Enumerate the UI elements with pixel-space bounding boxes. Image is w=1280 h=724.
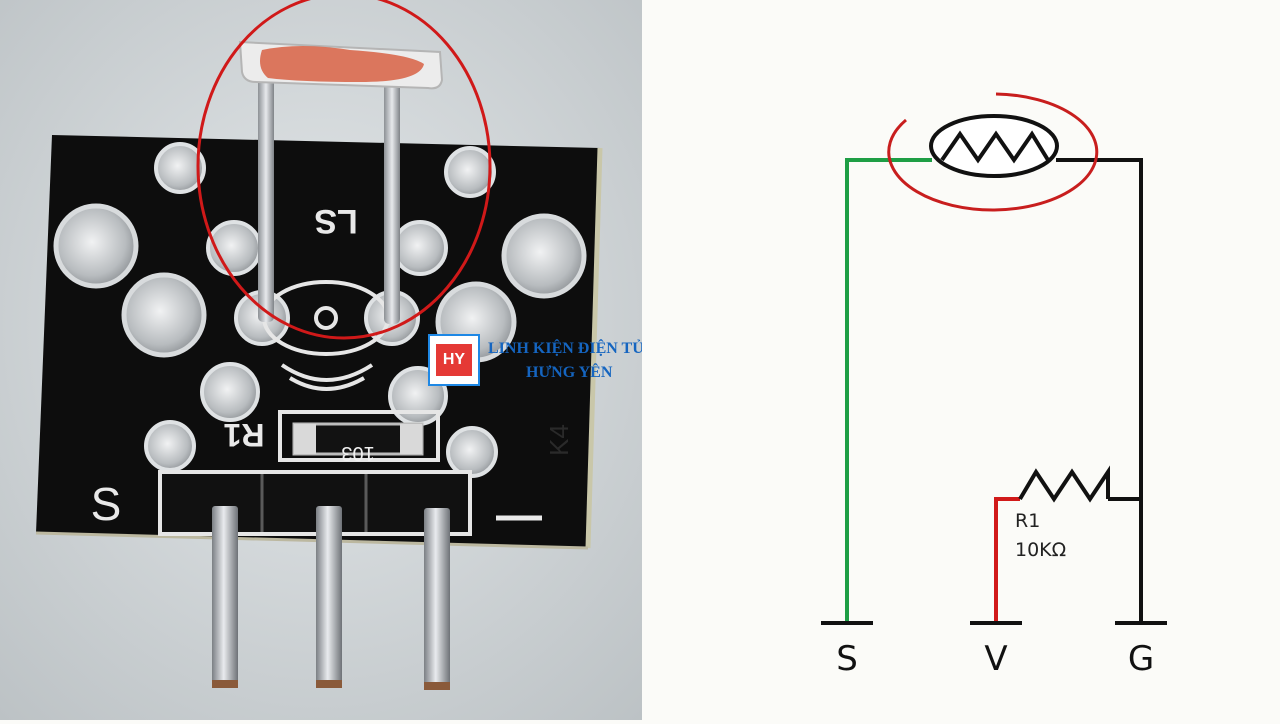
pin-tip [424,682,450,690]
silk-r1-label: R1 [224,417,265,453]
silk-sensor-dot [314,306,338,330]
vcc-wire [994,497,1020,622]
pcb-edge [585,147,603,549]
header-pin-g [424,508,450,690]
pad [154,142,206,194]
silk-arc [280,363,374,382]
ldr-sensitive-face [260,46,424,82]
pad [392,220,448,276]
pin-label-v: V [984,639,1007,679]
header-pin-v [316,506,342,688]
schematic-background [642,0,1280,720]
r1-silk-box [278,410,440,462]
ldr-leg-right [384,80,400,324]
resistor-r1-symbol [1018,465,1110,503]
ldr-zigzag [940,130,1050,164]
pin-tip [316,680,342,688]
watermark: HY LINH KIỆN ĐIỆN TỬ HƯNG YÊN [428,334,668,390]
smd-terminal [400,424,422,454]
ldr-highlight-circle [196,0,492,340]
smd-terminal [294,424,316,454]
signal-wire [845,158,932,622]
silk-ls-label: LS [314,202,357,240]
watermark-line-2: HƯNG YÊN [526,364,613,381]
watermark-line-1: LINH KIỆN ĐIỆN TỬ [488,340,645,357]
pad [144,420,196,472]
pad [200,362,260,422]
mounting-hole-left [53,203,139,289]
pcb-bottom-edge [35,531,589,550]
pin-label-g: G [1128,639,1154,679]
schematic-drawing: R1 10KΩ S V G [642,0,1280,720]
header-pin-s [212,506,238,688]
resistor-name: R1 [1015,510,1040,532]
watermark-logo-text: HY [436,344,472,376]
board-edge-text: K4 [544,424,574,456]
watermark-logo: HY [428,334,480,386]
smd-code: 103 [341,442,374,464]
resistor-value: 10KΩ [1015,539,1066,561]
ldr-highlight-circle [887,92,1099,212]
ldr-symbol [929,114,1059,178]
pad [446,426,498,478]
module-photo-drawing: LS R1 S K4 103 [0,0,642,720]
module-photo: LS R1 S K4 103 HY LINH KIỆN Đ [0,0,645,720]
ground-wire [1056,158,1143,622]
schematic: R1 10KΩ S V G [642,0,1280,720]
ldr-leg-left [258,72,274,322]
silk-s-label: S [91,478,122,530]
pin-tip [212,680,238,688]
mounting-hole-right [501,213,587,299]
mounting-hole-mid-left [121,272,207,358]
header-housing [158,470,472,536]
pad [444,146,496,198]
pin-label-s: S [836,639,858,679]
silk-arc [288,376,366,391]
